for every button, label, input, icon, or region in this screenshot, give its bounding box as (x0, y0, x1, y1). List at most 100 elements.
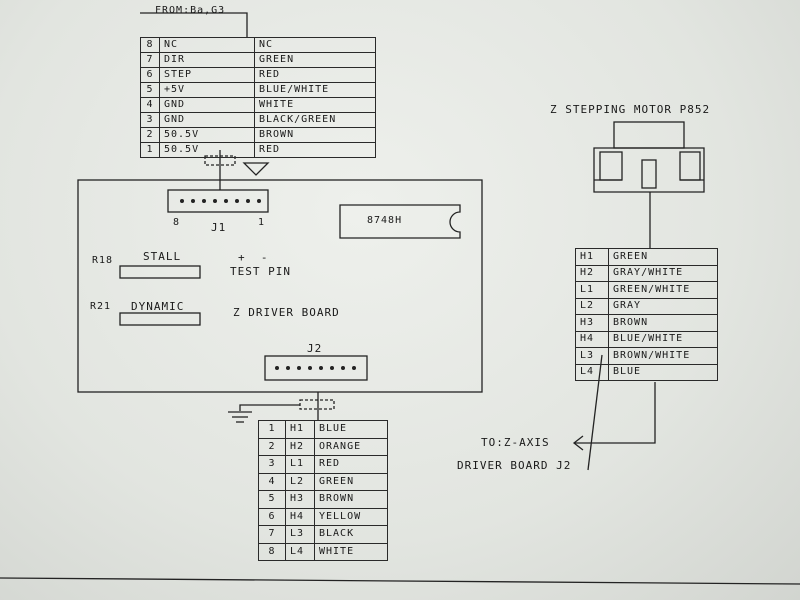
signal-name: STEP (159, 67, 255, 83)
j2-pin-table: 1 H1 BLUE 2 H2 ORANGE 3 L1 RED 4 L2 GREE… (258, 420, 388, 561)
wire-color: RED (254, 67, 376, 83)
wire-color: GREEN (314, 472, 388, 491)
table-row: 8 L4 WHITE (258, 542, 388, 561)
stall-pot (119, 265, 201, 279)
coil-name: H1 (575, 248, 609, 266)
table-row: 1 H1 BLUE (258, 420, 388, 439)
pin-number: 4 (258, 472, 286, 491)
bottom-rule (0, 577, 800, 585)
wire-color: BLACK (314, 525, 388, 544)
table-row: 6 STEP RED (140, 67, 376, 83)
table-row: L2 GRAY (575, 297, 718, 315)
coil-name: H3 (575, 314, 609, 332)
ground-icon (228, 411, 252, 423)
coil-name: H3 (285, 490, 315, 509)
wire-color: WHITE (254, 97, 376, 113)
table-row: 3 L1 RED (258, 455, 388, 474)
wire-color: GRAY/WHITE (608, 264, 718, 282)
signal-name: DIR (159, 52, 255, 68)
pin-number: 5 (258, 490, 286, 509)
wire-color: GREEN (608, 248, 718, 266)
coil-name: L4 (285, 542, 315, 561)
pin-number: 5 (140, 82, 160, 98)
wire-color: BLACK/GREEN (254, 112, 376, 128)
coil-name: H4 (285, 507, 315, 526)
pin-number: 2 (140, 127, 160, 143)
j1-pin-right-label: 1 (258, 217, 266, 228)
signal-name: 50.5V (159, 142, 255, 158)
ground-arrow-icon (242, 162, 270, 176)
pin-number: 3 (258, 455, 286, 474)
table-row: 7 L3 BLACK (258, 525, 388, 544)
table-row: 4 L2 GREEN (258, 472, 388, 491)
board-title: Z DRIVER BOARD (233, 306, 340, 319)
source-feed-line (140, 12, 248, 37)
wire-color: BLUE/WHITE (254, 82, 376, 98)
wire-color: RED (314, 455, 388, 474)
j2-plug (299, 399, 335, 410)
table-row: L3 BROWN/WHITE (575, 347, 718, 365)
driver-board-label: DRIVER BOARD J2 (457, 459, 572, 472)
wire-color: BROWN (254, 127, 376, 143)
coil-name: H4 (575, 330, 609, 348)
r18-label: R18 (92, 255, 114, 266)
test-pin-polarity: + - (238, 251, 269, 264)
wire-color: GRAY (608, 297, 718, 315)
j2-pins (275, 366, 356, 370)
table-row: 6 H4 YELLOW (258, 507, 388, 526)
j2-label: J2 (307, 342, 323, 355)
coil-name: H2 (575, 264, 609, 282)
table-row: 5 +5V BLUE/WHITE (140, 82, 376, 98)
j1-pin-left-label: 8 (173, 217, 181, 228)
table-row: H4 BLUE/WHITE (575, 330, 718, 348)
pin-number: 1 (258, 420, 286, 439)
pin-number: 8 (258, 542, 286, 561)
coil-name: L3 (575, 347, 609, 365)
pin-number: 7 (258, 525, 286, 544)
table-row: 8 NC NC (140, 37, 376, 53)
wire-color: GREEN/WHITE (608, 281, 718, 299)
wire-color: GREEN (254, 52, 376, 68)
j2-connector (264, 355, 368, 381)
table-row: 1 50.5V RED (140, 142, 376, 158)
header-pin-table: 8 NC NC 7 DIR GREEN 6 STEP RED 5 +5V BLU… (140, 37, 376, 158)
r21-label: R21 (90, 301, 112, 312)
table-row: 4 GND WHITE (140, 97, 376, 113)
coil-name: L1 (285, 455, 315, 474)
wire-color: YELLOW (314, 507, 388, 526)
to-axis-label: TO:Z-AXIS (481, 436, 550, 449)
signal-name: GND (159, 97, 255, 113)
table-row: 2 50.5V BROWN (140, 127, 376, 143)
wire-color: WHITE (314, 542, 388, 561)
table-row: 7 DIR GREEN (140, 52, 376, 68)
wire-color: BLUE (314, 420, 388, 439)
stall-label: STALL (143, 250, 182, 263)
test-pin-label: TEST PIN (230, 265, 291, 278)
table-row: H1 GREEN (575, 248, 718, 266)
coil-name: H2 (285, 437, 315, 456)
dynamic-pot (119, 312, 201, 326)
coil-name: L4 (575, 363, 609, 381)
chip-label: 8748H (367, 215, 403, 226)
pin-number: 6 (140, 67, 160, 83)
coil-name: L2 (575, 297, 609, 315)
signal-name: GND (159, 112, 255, 128)
pin-number: 4 (140, 97, 160, 113)
motor-wire-table: H1 GREEN H2 GRAY/WHITE L1 GREEN/WHITE L2… (575, 248, 718, 381)
signal-name: NC (159, 37, 255, 53)
wire-color: NC (254, 37, 376, 53)
wire-color: BLUE (608, 363, 718, 381)
wire-color: BROWN (608, 314, 718, 332)
pin-number: 7 (140, 52, 160, 68)
wire-color: BLUE/WHITE (608, 330, 718, 348)
coil-name: L2 (285, 472, 315, 491)
chip-8748h (339, 204, 461, 239)
table-row: 5 H3 BROWN (258, 490, 388, 509)
arrow-head-icon (572, 435, 584, 451)
output-line (575, 382, 656, 444)
wire-color: RED (254, 142, 376, 158)
table-row: 2 H2 ORANGE (258, 437, 388, 456)
j1-pins (180, 199, 261, 203)
